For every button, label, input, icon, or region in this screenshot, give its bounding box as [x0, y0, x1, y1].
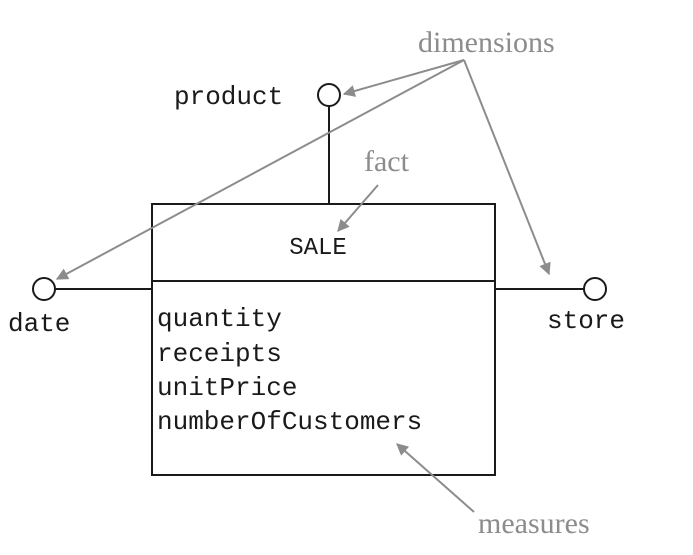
arrow-dimensions-to-date — [55, 59, 465, 280]
store-dimension-label: store — [547, 306, 625, 336]
measure-numberofcustomers: numberOfCustomers — [157, 407, 422, 437]
measure-quantity: quantity — [157, 304, 282, 334]
annotation-dimensions: dimensions — [418, 26, 555, 59]
arrow-measures-to-box — [396, 443, 475, 513]
product-dimension-label: product — [174, 82, 283, 112]
arrow-dimensions-to-store — [463, 59, 551, 276]
date-dimension-node — [32, 277, 56, 301]
measure-unitprice: unitPrice — [157, 373, 297, 403]
fact-name: SALE — [289, 235, 347, 262]
store-dimension-node — [583, 277, 607, 301]
fact-box — [151, 203, 496, 476]
arrow-fact-to-box — [337, 184, 379, 232]
arrow-dimensions-to-product — [342, 59, 465, 97]
measure-receipts: receipts — [157, 339, 282, 369]
annotation-measures: measures — [478, 507, 590, 540]
date-dimension-label: date — [8, 309, 70, 339]
annotation-fact: fact — [364, 145, 410, 178]
product-dimension-node — [317, 83, 341, 107]
